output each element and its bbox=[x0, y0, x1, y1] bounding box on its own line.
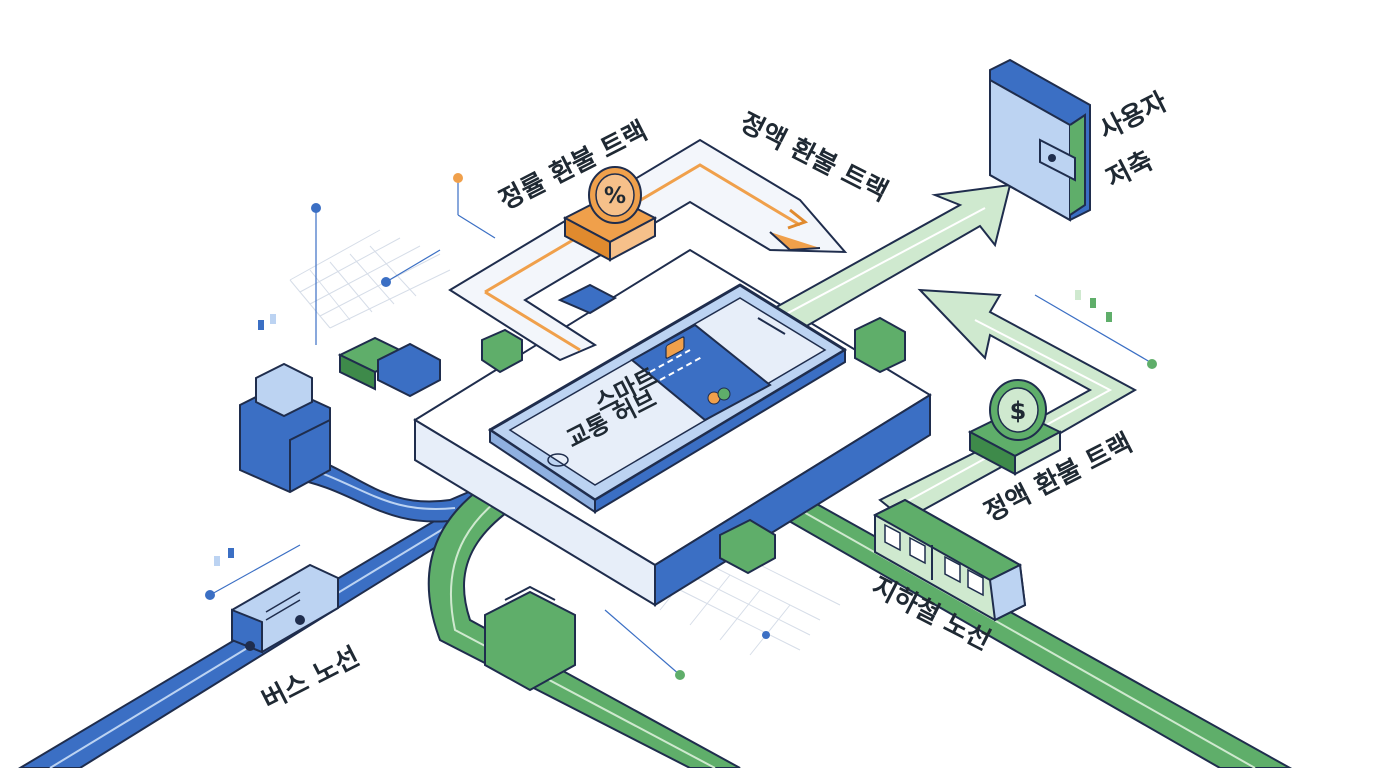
decor-blocks bbox=[337, 283, 906, 575]
bus-depot bbox=[239, 362, 331, 494]
wallet-icon bbox=[989, 58, 1091, 222]
percent-coin-icon: % bbox=[562, 166, 658, 262]
decor-ticks bbox=[214, 290, 1112, 566]
percent-symbol: % bbox=[604, 184, 626, 209]
background-grid-left bbox=[289, 229, 451, 329]
payment-card-icon bbox=[630, 323, 772, 422]
decor-dot bbox=[1147, 359, 1157, 369]
subway-tunnel bbox=[484, 585, 576, 692]
decor-dot bbox=[381, 277, 391, 287]
train-icon bbox=[872, 498, 1027, 622]
ratio-refund-track bbox=[448, 138, 848, 362]
smartphone-icon bbox=[488, 283, 847, 514]
user-savings-label-line1: 사용자 bbox=[1095, 87, 1173, 146]
bus-icon bbox=[231, 563, 339, 654]
decor-dot bbox=[675, 670, 685, 680]
fixed-refund-track-right bbox=[878, 288, 1138, 522]
dollar-symbol: $ bbox=[1010, 397, 1027, 425]
decor-dots bbox=[209, 178, 1151, 676]
decor-dot bbox=[453, 173, 463, 183]
user-savings-label-line2: 저축 bbox=[1102, 146, 1158, 194]
decor-dot bbox=[311, 203, 321, 213]
decor-dot bbox=[762, 631, 770, 639]
dollar-coin-icon: $ bbox=[967, 379, 1063, 476]
bus-route-label: 버스 노선 bbox=[258, 642, 365, 716]
decor-dot bbox=[205, 590, 215, 600]
